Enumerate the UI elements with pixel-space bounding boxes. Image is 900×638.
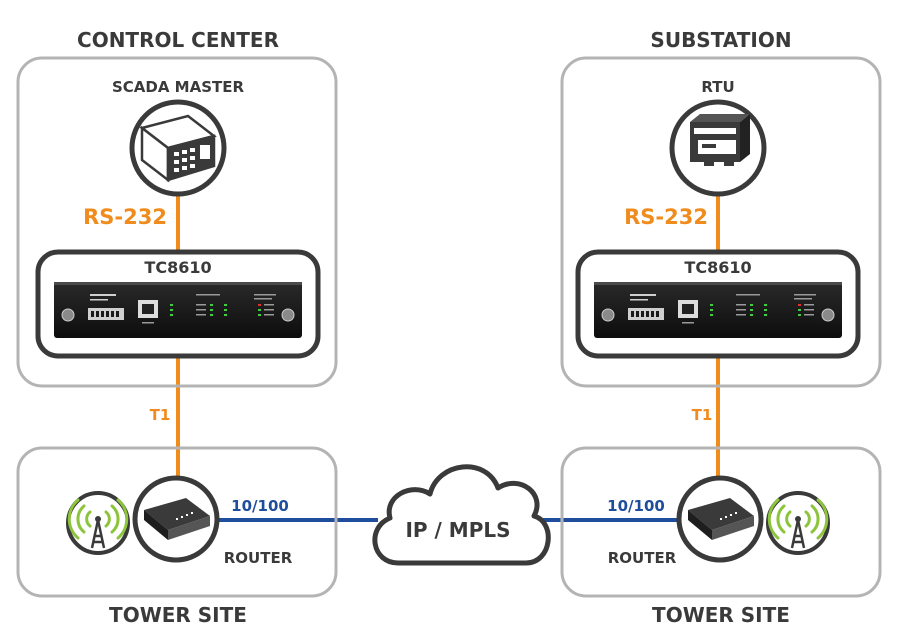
substation-title: SUBSTATION bbox=[650, 28, 791, 52]
left-wireless-tower-icon bbox=[66, 491, 130, 555]
left-rs232-label: RS-232 bbox=[83, 205, 167, 229]
ip-mpls-cloud bbox=[372, 464, 551, 566]
left-router-label: ROUTER bbox=[224, 549, 293, 567]
right-tower-site-title: TOWER SITE bbox=[652, 603, 790, 627]
ip-mpls-label: IP / MPLS bbox=[405, 518, 510, 542]
right-t1-label: T1 bbox=[692, 406, 713, 424]
left-t1-label: T1 bbox=[150, 406, 171, 424]
rtu-label: RTU bbox=[701, 78, 734, 96]
left-tower-site-title: TOWER SITE bbox=[109, 603, 247, 627]
right-tower-site-box bbox=[560, 446, 882, 598]
rtu-icon bbox=[669, 99, 767, 197]
right-ethernet-speed-label: 10/100 bbox=[607, 497, 665, 515]
control-center-title: CONTROL CENTER bbox=[77, 28, 279, 52]
left-router-icon bbox=[132, 475, 220, 563]
right-rs232-label: RS-232 bbox=[624, 205, 708, 229]
scada-master-icon bbox=[129, 99, 227, 197]
left-tower-site-box bbox=[16, 446, 338, 598]
scada-master-label: SCADA MASTER bbox=[112, 78, 245, 96]
right-wireless-tower-icon bbox=[766, 491, 830, 555]
left-tc8610-label: TC8610 bbox=[144, 258, 211, 277]
right-tc8610-label: TC8610 bbox=[684, 258, 751, 277]
right-router-label: ROUTER bbox=[608, 549, 677, 567]
substation-box bbox=[560, 56, 882, 388]
left-tc8610-unit: TC8610 bbox=[35, 249, 321, 359]
right-tc8610-unit: TC8610 bbox=[575, 249, 861, 359]
left-ethernet-speed-label: 10/100 bbox=[231, 497, 289, 515]
right-router-icon bbox=[676, 475, 764, 563]
control-center-box bbox=[16, 56, 338, 388]
